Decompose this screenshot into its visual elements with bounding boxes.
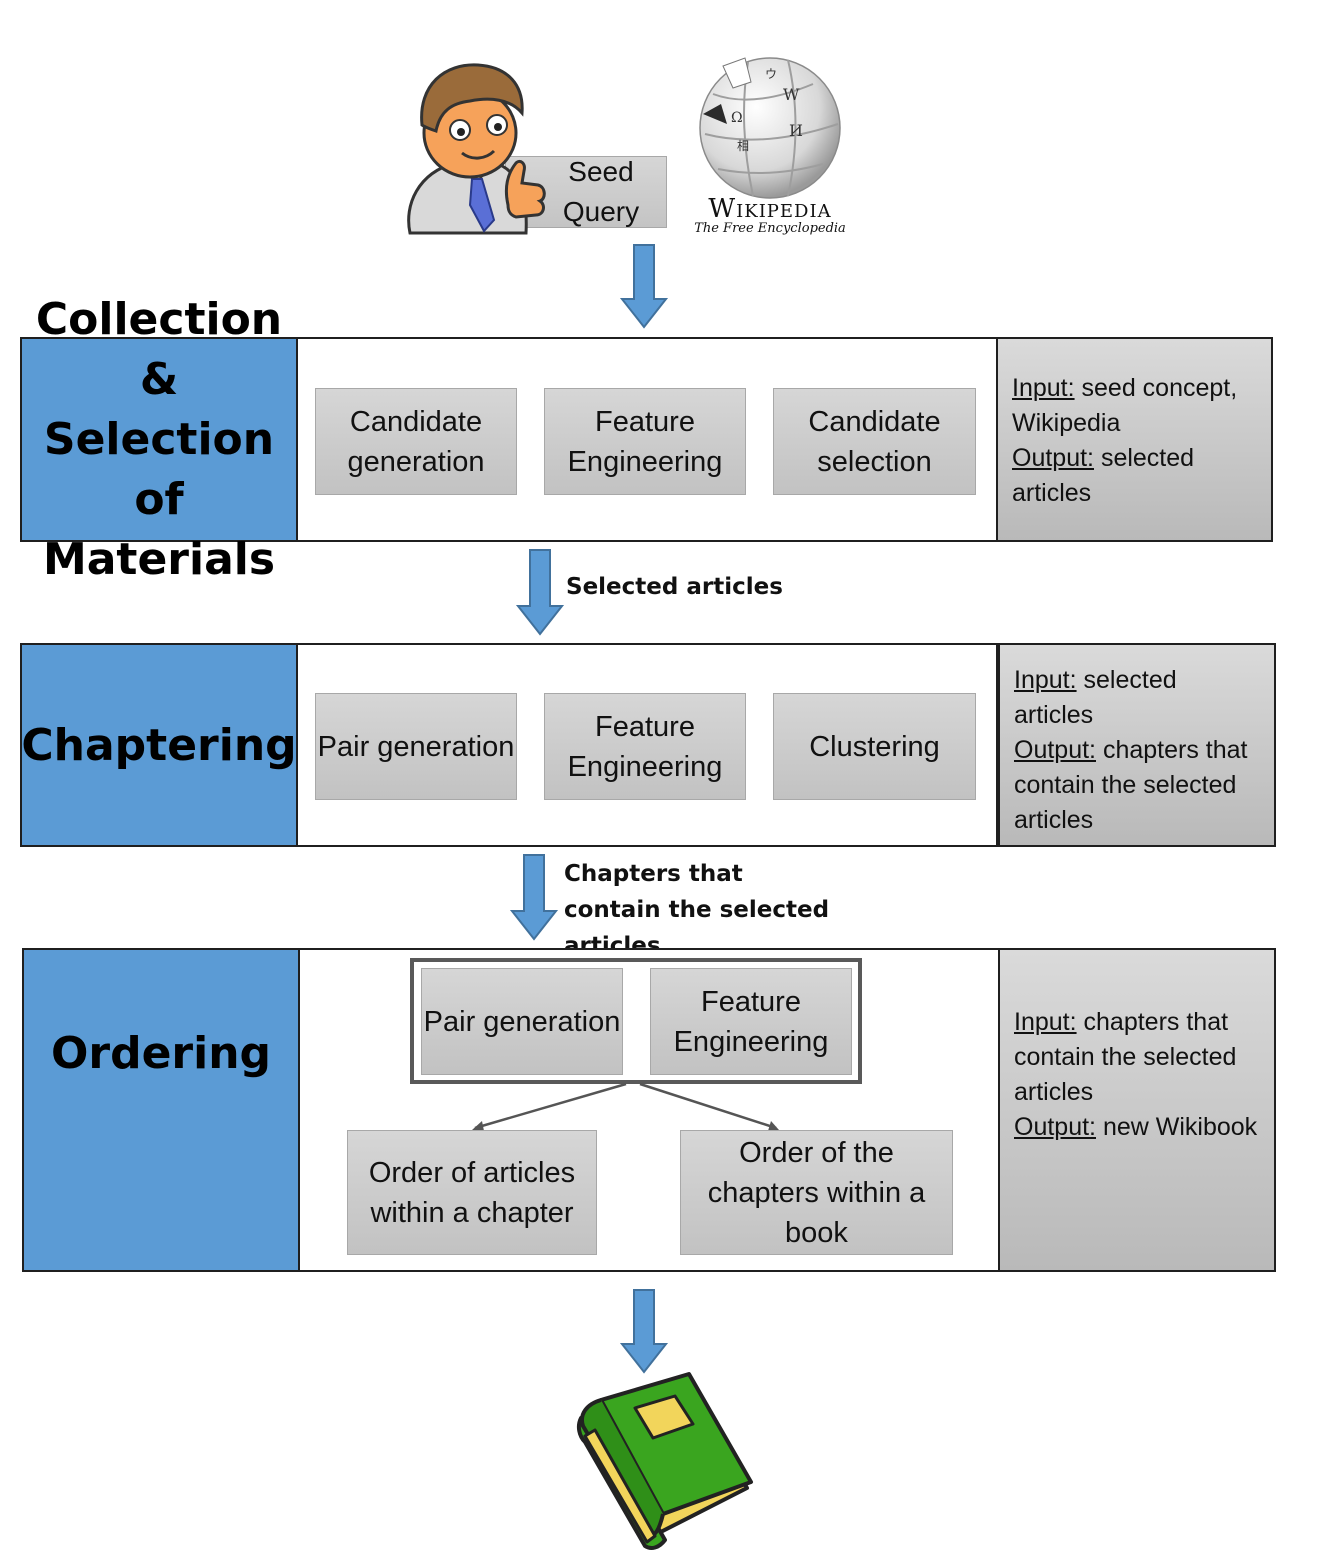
- step-candidate-generation: Candidate generation: [315, 388, 517, 495]
- io-box-collection: Input: seed concept, Wikipedia Output: s…: [996, 337, 1273, 542]
- step-pair-generation: Pair generation: [421, 968, 623, 1075]
- input-label: Input:: [1014, 666, 1077, 694]
- svg-text:ウ: ウ: [765, 67, 777, 81]
- flow-arrow: [619, 1289, 669, 1374]
- flow-label-selected-articles: Selected articles: [566, 574, 783, 600]
- step-feature-engineering: Feature Engineering: [650, 968, 852, 1075]
- input-label: Input:: [1014, 1008, 1077, 1036]
- step-clustering: Clustering: [773, 693, 976, 800]
- svg-text:相: 相: [737, 139, 749, 153]
- io-box-chaptering: Input: selected articles Output: chapter…: [996, 643, 1276, 847]
- wikipedia-wordmark: Wikipedia: [708, 194, 832, 224]
- svg-text:Ω: Ω: [731, 110, 743, 126]
- input-label: Input:: [1012, 374, 1075, 402]
- flow-label-chapters: Chapters that contain the selected artic…: [564, 861, 830, 959]
- output-chapter-order: Order of the chapters within a book: [680, 1130, 953, 1255]
- step-feature-engineering: Feature Engineering: [544, 388, 746, 495]
- output-label: Output:: [1014, 736, 1096, 764]
- output-label: Output:: [1012, 444, 1094, 472]
- wikipedia-globe-icon: W Ω И 相 ウ: [699, 57, 841, 199]
- output-article-order: Order of articles within a chapter: [347, 1130, 597, 1255]
- wikipedia-tagline: The Free Encyclopedia: [694, 221, 846, 236]
- step-feature-engineering: Feature Engineering: [544, 693, 746, 800]
- svg-text:W: W: [783, 85, 800, 104]
- flow-arrow: [515, 549, 565, 636]
- step-pair-generation: Pair generation: [315, 693, 517, 800]
- flow-arrow: [619, 244, 669, 329]
- book-icon: [576, 1372, 753, 1550]
- io-box-ordering: Input: chapters that contain the selecte…: [998, 948, 1276, 1272]
- output-label: Output:: [1014, 1113, 1096, 1141]
- step-candidate-selection: Candidate selection: [773, 388, 976, 495]
- flow-arrow: [509, 854, 559, 941]
- user-thumbs-up-icon: [407, 63, 546, 235]
- stage-title-ordering: Ordering: [22, 948, 300, 1272]
- svg-text:И: И: [789, 121, 803, 140]
